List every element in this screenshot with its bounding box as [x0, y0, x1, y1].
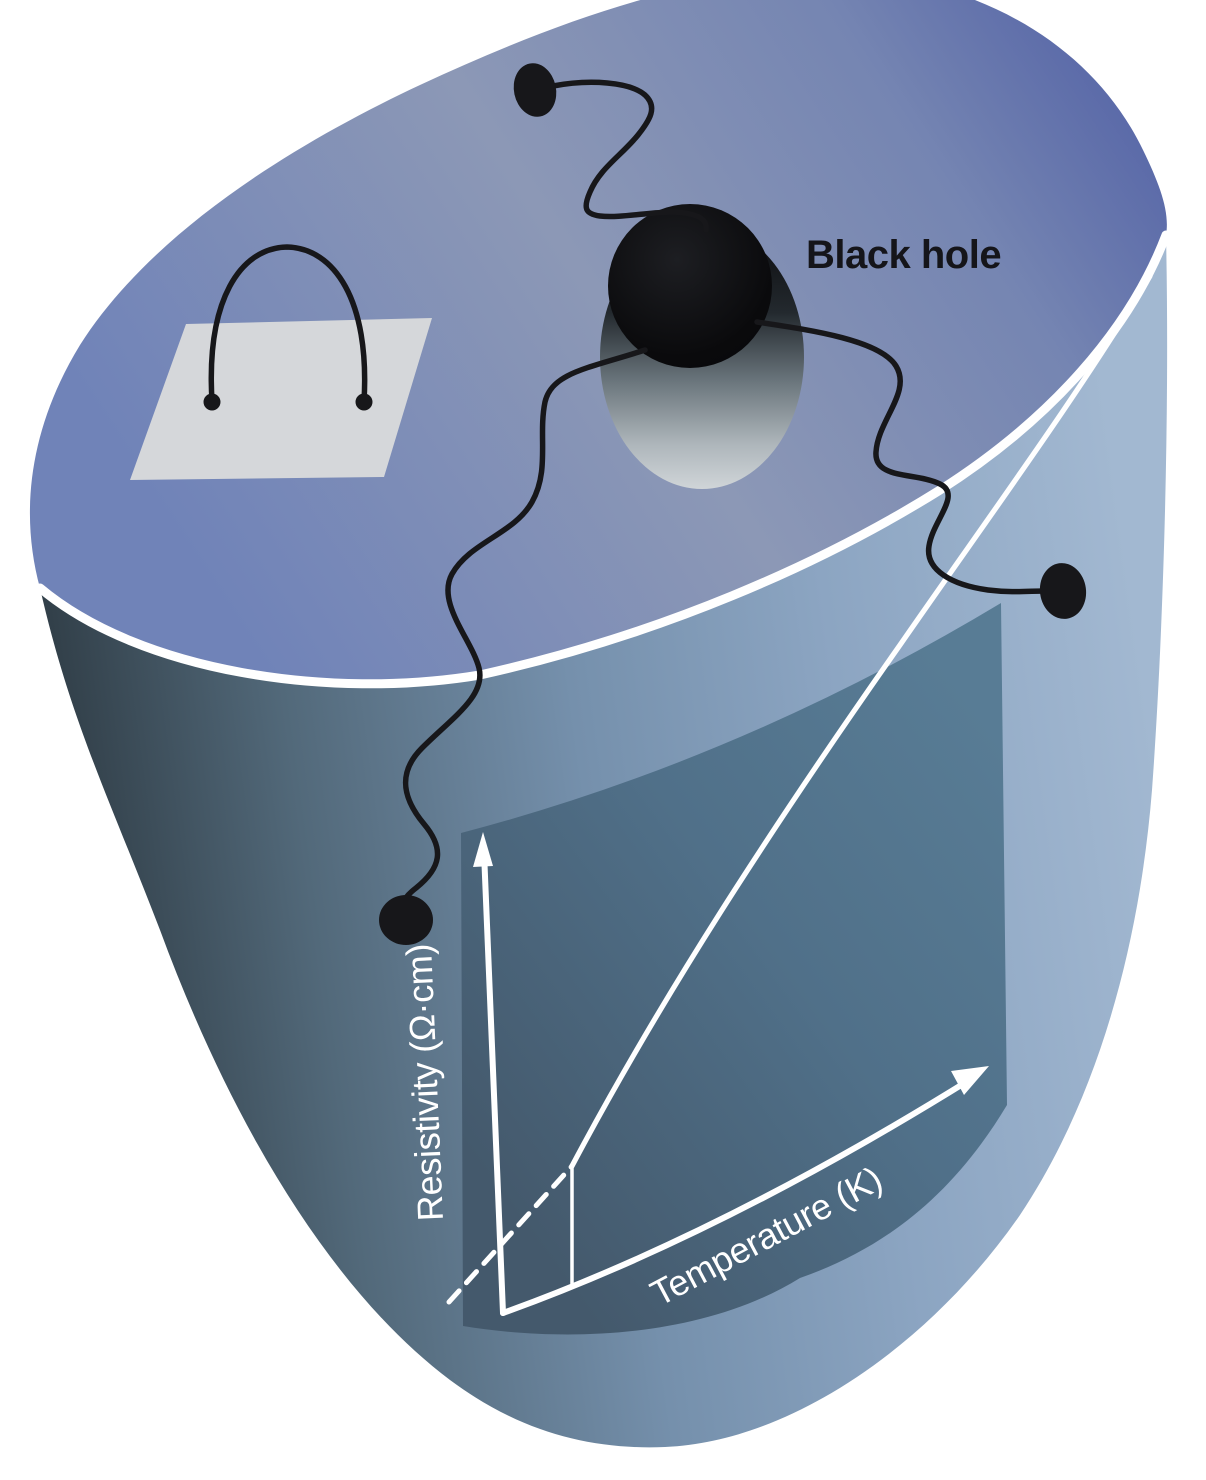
y-axis-arrowhead-icon [473, 832, 493, 867]
wire-top-electrode-to-black-hole [550, 79, 709, 233]
electrode-dot-top [513, 63, 557, 117]
resistivity-line [569, 273, 1153, 1169]
cylinder-top-face [29, 0, 1167, 684]
sample-contact-dot [355, 393, 373, 411]
wires [399, 79, 1047, 920]
extrapolation-dashed-line [446, 1163, 575, 1305]
sample-sheet [130, 318, 432, 480]
electrode-dot-right [1039, 563, 1087, 619]
wire-black-hole-to-left-electrode [399, 347, 648, 920]
sample-sheet-group [130, 244, 432, 480]
y-axis [481, 849, 506, 1316]
rim-highlight [35, 230, 1171, 689]
electrode-dot-left [379, 895, 433, 945]
sample-wire-arc [208, 244, 368, 404]
inset-plot [446, 273, 1153, 1316]
black-hole-sphere [608, 204, 772, 368]
sample-contact-dot [203, 393, 221, 411]
black-hole-label: Black hole [806, 233, 1001, 277]
x-axis [500, 1076, 974, 1316]
plot-panel [461, 603, 1007, 1335]
x-axis-arrowhead-icon [951, 1066, 989, 1095]
wire-black-hole-to-right-electrode [754, 319, 1047, 595]
